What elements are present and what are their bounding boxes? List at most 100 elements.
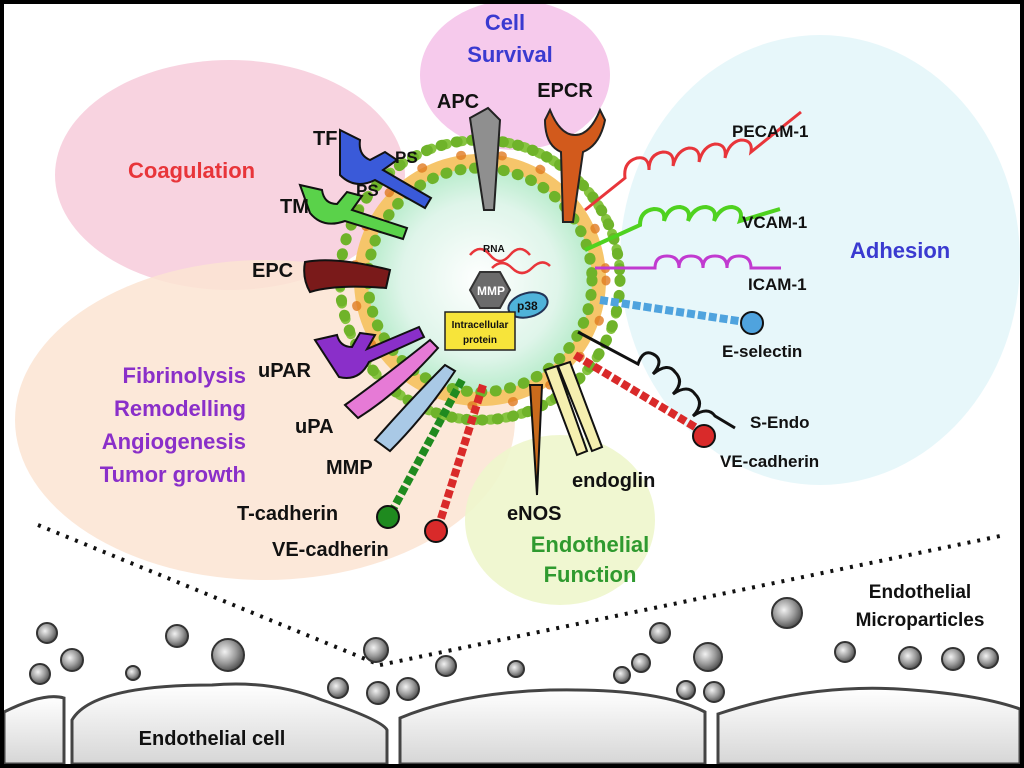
microparticle <box>125 665 141 681</box>
endothelial-microparticles-label-1: Endothelial <box>869 582 971 603</box>
ve-cadherin-left-label: VE-cadherin <box>272 539 389 561</box>
endothelial-function-label-1: Endothelial <box>531 532 650 557</box>
microparticle <box>211 638 245 672</box>
s-endo-label: S-Endo <box>750 413 810 432</box>
microparticle <box>703 681 725 703</box>
cell-survival-label-2: Survival <box>467 42 553 67</box>
fibrinolysis-label: Fibrinolysis <box>123 363 246 388</box>
endothelial-cell-label: Endothelial cell <box>139 728 286 750</box>
tm-label: TM <box>280 196 309 218</box>
upa-label: uPA <box>295 416 334 438</box>
mmp-label: MMP <box>326 457 373 479</box>
endothelial-cell-edge-left <box>2 695 66 766</box>
rna-strand-2 <box>491 261 551 275</box>
ve-cadherin-right-head-icon <box>692 424 716 448</box>
ve-cadherin-right-label: VE-cadherin <box>720 452 819 471</box>
t-cadherin-head-icon <box>376 505 400 529</box>
endothelial-function-halo <box>465 435 655 605</box>
apc-receptor-icon <box>468 106 502 211</box>
pecam-1-icon <box>584 110 802 212</box>
endothelial-cell-3 <box>716 686 1022 766</box>
microparticle <box>396 677 420 701</box>
tf-receptor-icon <box>339 128 433 210</box>
vcam-1-label: VCAM-1 <box>742 213 807 232</box>
mmp-receptor-icon <box>373 363 457 453</box>
tm-receptor-icon <box>298 183 409 241</box>
upar-receptor-icon <box>313 325 426 379</box>
remodelling-label: Remodelling <box>114 396 246 421</box>
endothelial-microparticles-label-2: Microparticles <box>856 610 985 631</box>
ve-cadherin-right-stalk <box>572 351 703 434</box>
p38-icon <box>507 291 549 319</box>
microparticle <box>631 653 651 673</box>
mmp-hexagon-icon <box>468 271 512 309</box>
apc-label: APC <box>437 91 479 113</box>
t-cadherin-label: T-cadherin <box>237 503 338 525</box>
epc-label: EPC <box>252 260 293 282</box>
mmp-interior-label: MMP <box>477 284 505 298</box>
microparticle <box>60 648 84 672</box>
epcr-receptor-icon <box>543 107 607 223</box>
enos-icon <box>528 384 544 496</box>
microparticle <box>363 637 389 663</box>
ps-top-label: PS <box>395 148 418 167</box>
adhesion-label: Adhesion <box>850 238 950 263</box>
ps-bottom-label: PS <box>356 181 379 200</box>
microparticles-group <box>29 597 999 705</box>
phosphatidylserine-dots <box>349 149 611 411</box>
microparticle <box>649 622 671 644</box>
cell-survival-halo <box>420 0 610 150</box>
endoglin-icon-a <box>543 364 589 457</box>
endoglin-icon-b <box>556 360 604 453</box>
endoglin-label: endoglin <box>572 470 655 492</box>
microparticle <box>898 646 922 670</box>
microparticle <box>327 677 349 699</box>
microparticle <box>366 681 390 705</box>
cell-survival-label-1: Cell <box>485 10 525 35</box>
microparticle <box>771 597 803 629</box>
p38-label: p38 <box>517 299 538 313</box>
t-cadherin-stalk <box>386 378 466 517</box>
intracellular-protein-line1: Intracellular <box>452 320 509 331</box>
enos-label: eNOS <box>507 503 561 525</box>
rna-strand-1 <box>469 247 531 263</box>
microparticle <box>676 680 696 700</box>
microparticle <box>977 647 999 669</box>
angiogenesis-label: Angiogenesis <box>102 429 246 454</box>
epc-receptor-icon <box>303 259 392 294</box>
icam-1-icon <box>595 254 781 270</box>
s-endo-icon <box>577 330 736 430</box>
microparticle <box>834 641 856 663</box>
endothelial-cell-1 <box>70 682 389 766</box>
zoom-guide-left <box>37 523 381 667</box>
zoom-guide-right <box>379 533 1006 667</box>
endothelial-cell-2 <box>398 688 707 766</box>
tf-label: TF <box>313 128 337 150</box>
tumor-growth-label: Tumor growth <box>100 462 246 487</box>
intracellular-protein-line2: protein <box>463 335 497 346</box>
vcam-1-icon <box>584 204 781 252</box>
icam-1-label: ICAM-1 <box>748 275 807 294</box>
microparticle <box>435 655 457 677</box>
microparticle <box>693 642 723 672</box>
e-selectin-head-icon <box>740 311 764 335</box>
coagulation-label: Coagulation <box>128 158 255 183</box>
upar-label: uPAR <box>258 360 312 382</box>
ve-cadherin-left-stalk <box>434 383 487 530</box>
rna-label: RNA <box>483 244 505 255</box>
intracellular-protein-box <box>444 311 516 351</box>
upa-receptor-icon <box>343 338 440 420</box>
microparticle <box>613 666 631 684</box>
microparticle <box>29 663 51 685</box>
microparticle <box>941 647 965 671</box>
microparticle <box>507 660 525 678</box>
endothelial-function-label-2: Function <box>544 562 637 587</box>
epcr-label: EPCR <box>537 80 593 102</box>
coagulation-halo <box>55 60 405 290</box>
ve-cadherin-left-head-icon <box>424 519 448 543</box>
e-selectin-label: E-selectin <box>722 342 802 361</box>
adhesion-halo <box>620 35 1020 485</box>
